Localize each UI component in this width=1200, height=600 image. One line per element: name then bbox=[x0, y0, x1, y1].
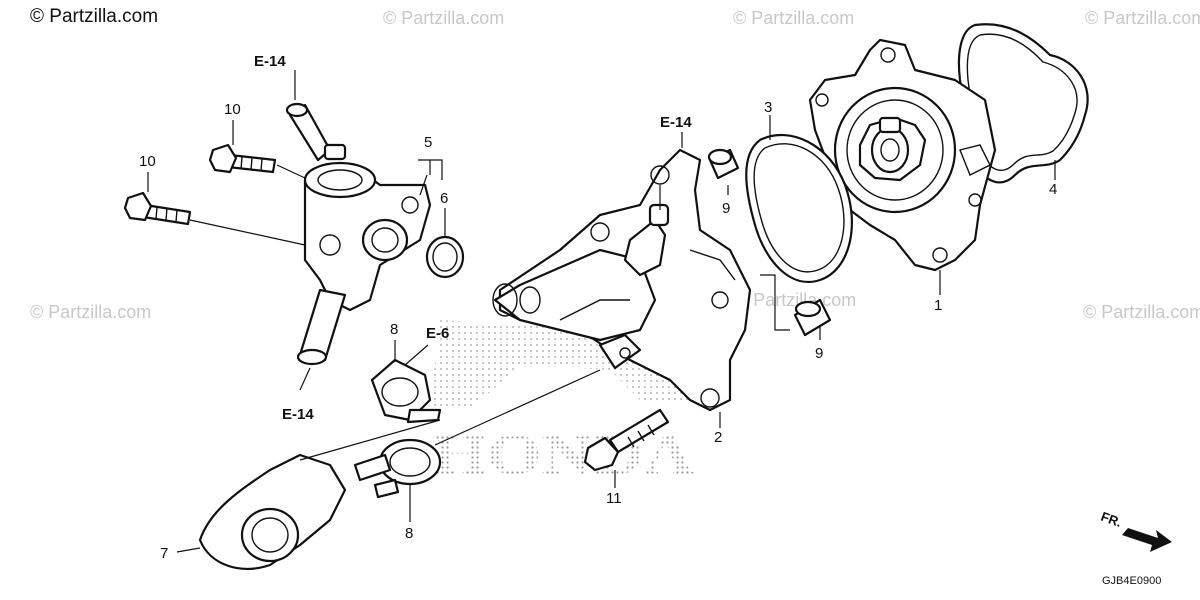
callout-1: 1 bbox=[934, 297, 942, 314]
part-10-bolt-upper bbox=[208, 143, 277, 174]
callout-10-upper: 10 bbox=[224, 101, 241, 118]
partzilla-watermark-mid-left: © Partzilla.com bbox=[30, 302, 151, 322]
front-direction-arrow-icon bbox=[1122, 528, 1172, 552]
part-5-water-outlet-joint bbox=[285, 102, 432, 366]
partzilla-watermark-top-center: © Partzilla.com bbox=[383, 8, 504, 28]
partzilla-watermark-top-far-right: © Partzilla.com bbox=[1085, 8, 1200, 28]
callout-3: 3 bbox=[764, 99, 772, 116]
ref-e14-center: E-14 bbox=[660, 114, 692, 131]
partzilla-watermark-mid-far-right: © Partzilla.com bbox=[1083, 302, 1200, 322]
callout-9-upper: 9 bbox=[722, 200, 730, 217]
part-7-water-hose bbox=[198, 453, 347, 570]
part-3-o-ring bbox=[745, 134, 853, 283]
front-direction-label: FR. bbox=[1099, 509, 1124, 530]
part-2-water-pump-body bbox=[492, 148, 752, 412]
callout-7: 7 bbox=[160, 545, 168, 562]
partzilla-watermark-top-right: © Partzilla.com bbox=[733, 8, 854, 28]
partzilla-watermark-top-left: © Partzilla.com bbox=[30, 6, 158, 27]
diagram-code: GJB4E0900 bbox=[1102, 575, 1161, 587]
callout-8-upper: 8 bbox=[390, 321, 398, 338]
part-1-pump-impeller-cover bbox=[808, 38, 997, 272]
callout-4: 4 bbox=[1049, 181, 1057, 198]
ref-e14-top-left: E-14 bbox=[254, 53, 286, 70]
leader-lines bbox=[147, 70, 1056, 553]
ref-e14-bottom: E-14 bbox=[282, 406, 314, 423]
callout-5: 5 bbox=[424, 134, 432, 151]
part-9-dowel-pin-lower bbox=[793, 298, 832, 337]
partzilla-watermark-mid-right: © Partzilla.com bbox=[735, 290, 856, 310]
callout-11: 11 bbox=[606, 490, 622, 507]
callout-2: 2 bbox=[714, 429, 722, 446]
callout-8-lower: 8 bbox=[405, 525, 413, 542]
part-9-dowel-pin-upper bbox=[707, 148, 740, 180]
callout-6: 6 bbox=[440, 190, 448, 207]
part-6-o-ring-small bbox=[425, 235, 465, 279]
part-8-hose-clamp-lower bbox=[353, 438, 442, 499]
part-11-flange-bolt bbox=[583, 408, 670, 472]
part-8-hose-clamp-upper bbox=[370, 358, 442, 424]
part-10-bolt-left bbox=[123, 191, 192, 226]
callout-9-lower: 9 bbox=[815, 345, 823, 362]
callout-10-left: 10 bbox=[139, 153, 156, 170]
honda-brand-watermark: HONDA bbox=[432, 422, 694, 487]
ref-e6: E-6 bbox=[426, 325, 449, 342]
